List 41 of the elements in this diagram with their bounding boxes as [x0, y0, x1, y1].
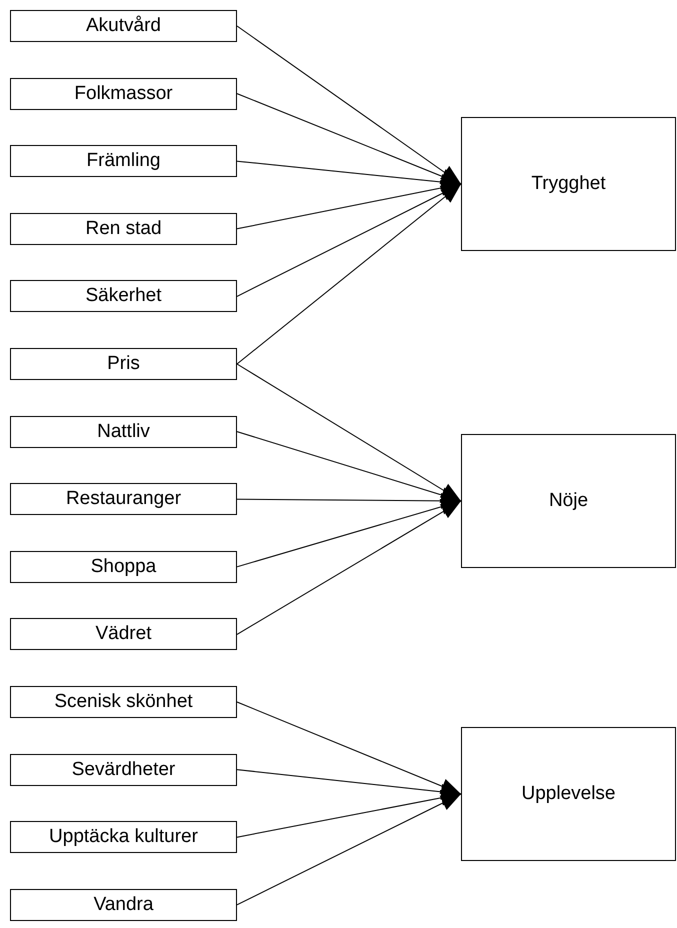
connector-arrow: [236, 702, 462, 794]
factor-box: [10, 686, 237, 718]
factor-box: [10, 78, 237, 110]
factor-box: [10, 618, 237, 650]
box-label: Upplevelse: [522, 783, 616, 805]
category-box: [461, 117, 676, 251]
box-label: Ren stad: [85, 218, 162, 240]
connector-arrow: [236, 184, 462, 364]
box-label: Folkmassor: [74, 82, 173, 105]
factor-box: [10, 145, 237, 178]
box-label: Vandra: [94, 894, 154, 916]
box-label: Trygghet: [531, 173, 606, 195]
category-box: [461, 434, 676, 568]
factor-box: [10, 888, 237, 921]
factor-box: [10, 821, 237, 854]
factor-box: [10, 550, 237, 583]
factor-box: [10, 416, 237, 448]
box-label: Nattliv: [97, 420, 150, 443]
box-label: Sevärdheter: [72, 758, 176, 781]
box-label: Shoppa: [90, 556, 156, 578]
category-box: [461, 727, 676, 861]
box-label: Säkerhet: [85, 285, 162, 308]
box-label: Nöje: [548, 490, 588, 512]
box-label: Vädret: [96, 623, 152, 646]
box-label: Scenisk skönhet: [54, 691, 193, 713]
factor-box: [10, 10, 237, 42]
box-label: Restauranger: [66, 488, 182, 510]
box-label: Främling: [86, 150, 160, 172]
factor-box: [10, 483, 237, 516]
box-label: Upptäcka kulturer: [49, 826, 198, 848]
connector-arrow: [236, 794, 462, 906]
connector-arrow: [236, 769, 462, 800]
factor-box: [10, 280, 237, 312]
factor-box: [10, 212, 237, 245]
box-label: Pris: [107, 353, 140, 375]
connector-arrow: [236, 364, 462, 502]
factor-box: [10, 348, 237, 380]
factor-box: [10, 754, 237, 786]
box-label: Akutvård: [86, 15, 161, 37]
connector-arrow: [236, 26, 462, 184]
connector-arrow: [236, 500, 462, 635]
